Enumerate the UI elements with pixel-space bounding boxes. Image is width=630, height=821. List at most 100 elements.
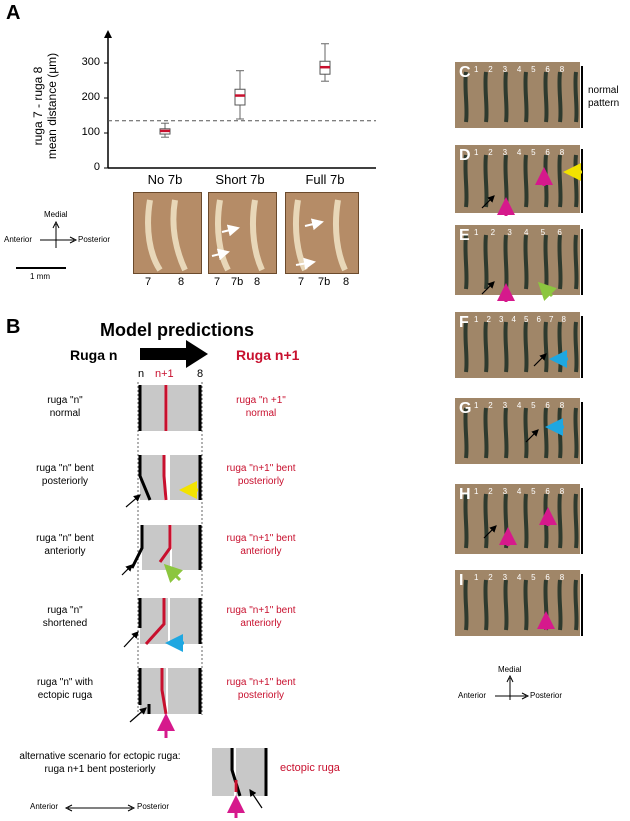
alt-scenario-label: alternative scenario for ectopic ruga: r… <box>0 750 200 776</box>
ruga-number: 2 <box>488 65 493 74</box>
ruga-number: 4 <box>516 148 522 157</box>
ruga-number: 4 <box>516 65 522 74</box>
ruga-number: 3 <box>502 65 508 74</box>
ruga-number: 8 <box>559 487 565 496</box>
ruga-number: 6 <box>545 487 550 496</box>
col-label-n1: n+1 <box>155 368 174 380</box>
compass-a-posterior: Posterior <box>78 235 111 244</box>
photo-label-full-7: 7 <box>298 276 305 288</box>
panel-b-title: Model predictions <box>100 320 255 340</box>
compass-right-anterior: Anterior <box>458 691 487 700</box>
scale-bar-label: 1 mm <box>30 272 50 281</box>
panel-b-letter: B <box>6 316 21 338</box>
panel-letter: I <box>459 572 464 589</box>
compass-b-anterior: Anterior <box>30 802 59 811</box>
photo-label-full-8: 8 <box>343 276 350 288</box>
photo-label-short-7: 7 <box>214 276 221 288</box>
ruga-number: 5 <box>531 573 536 582</box>
ruga-number: 6 <box>545 573 550 582</box>
ruga-n-header: Ruga n <box>70 347 118 363</box>
ruga-number: 5 <box>524 315 529 324</box>
ruga-number: 8 <box>559 573 565 582</box>
ruga-number: 4 <box>524 228 529 237</box>
compass-a-anterior: Anterior <box>4 235 33 244</box>
ruga-number: 6 <box>545 65 550 74</box>
ruga-number: 5 <box>531 487 536 496</box>
compass-right-posterior: Posterior <box>530 691 563 700</box>
ruga-number: 6 <box>545 401 550 410</box>
photo-label-no7b-7: 7 <box>145 276 152 288</box>
model-row-right-label: ruga "n+1" bent anteriorly <box>226 533 296 557</box>
y-axis-label-line1: ruga 7 - ruga 8 <box>31 66 45 146</box>
ruga-number: 2 <box>488 401 493 410</box>
ruga-number: 3 <box>499 315 504 324</box>
y-tick-label: 100 <box>81 126 100 138</box>
photo-full-7b <box>285 192 359 274</box>
ruga-number: 6 <box>557 228 562 237</box>
panel-letter: C <box>459 64 471 81</box>
panel-letter: H <box>459 486 471 503</box>
ruga-number: 5 <box>531 148 536 157</box>
ruga-number: 6 <box>545 148 550 157</box>
ruga-number: 4 <box>516 487 522 496</box>
category-label: Full 7b <box>305 172 345 187</box>
ruga-number: 3 <box>502 573 508 582</box>
model-row-right-label: ruga "n+1" bent anteriorly <box>226 605 296 629</box>
y-tick-label: 0 <box>93 161 100 173</box>
y-axis-label: ruga 7 - ruga 8 mean distance (µm) <box>31 31 59 181</box>
ruga-number: 1 <box>474 228 479 237</box>
ruga-number: 1 <box>474 65 479 74</box>
ruga-n1-header: Ruga n+1 <box>236 347 300 363</box>
model-row-right-label: ruga "n+1" bent posteriorly <box>226 463 296 487</box>
model-row-left-label: ruga "n" normal <box>47 395 83 419</box>
ruga-number: 5 <box>540 228 546 237</box>
panel-a-letter: A <box>6 2 21 24</box>
panel-letter: D <box>459 147 471 164</box>
model-row-left-label: ruga "n" bent anteriorly <box>36 533 94 557</box>
category-label: Short 7b <box>215 172 265 187</box>
y-axis-arrowhead <box>104 30 112 38</box>
compass-a-medial: Medial <box>44 210 68 219</box>
photo-label-no7b-8: 8 <box>178 276 185 288</box>
ruga-number: 1 <box>474 487 479 496</box>
box-iqr <box>159 128 171 135</box>
compass-b-posterior: Posterior <box>137 802 170 811</box>
ruga-number: 1 <box>474 148 479 157</box>
ruga-number: 7 <box>549 315 554 324</box>
ruga-number: 3 <box>502 401 508 410</box>
ruga-number: 2 <box>486 315 491 324</box>
ruga-number: 8 <box>559 401 565 410</box>
category-label: No 7b <box>147 172 183 187</box>
model-row-right-label: ruga "n+1" bent posteriorly <box>226 677 296 701</box>
model-row-left-label: ruga "n" shortened <box>42 605 88 629</box>
model-row-left-label: ruga "n" bent posteriorly <box>36 463 94 487</box>
model-row-left-label: ruga "n" with ectopic ruga <box>36 677 93 701</box>
col-label-8: 8 <box>197 368 204 380</box>
y-tick-label: 300 <box>81 56 100 68</box>
ruga-number: 4 <box>516 401 522 410</box>
ruga-number: 2 <box>488 487 493 496</box>
col-label-n: n <box>138 368 145 380</box>
panel-letter: E <box>459 227 470 244</box>
ruga-number: 8 <box>559 148 565 157</box>
alt-scenario-line2: ruga n+1 bent posteriorly <box>44 764 156 775</box>
photo-no-7b <box>133 192 202 274</box>
normal-pattern-line1: normal <box>588 85 619 96</box>
y-axis-label-line2: mean distance (µm) <box>45 52 59 160</box>
ruga-number: 8 <box>559 65 565 74</box>
normal-pattern-label: normal pattern <box>588 84 619 110</box>
ruga-number: 2 <box>488 148 493 157</box>
ruga-number: 8 <box>561 315 566 324</box>
model-row-right-label: ruga "n +1" normal <box>236 395 286 419</box>
ruga-number: 1 <box>474 315 479 324</box>
photo-label-short-8: 8 <box>254 276 261 288</box>
ectopic-ruga-label: ectopic ruga <box>280 762 340 774</box>
ruga-number: 5 <box>531 401 536 410</box>
panel-letter: F <box>459 314 469 331</box>
compass-right-medial: Medial <box>498 665 522 674</box>
ruga-number: 1 <box>474 401 479 410</box>
ruga-number: 5 <box>531 65 536 74</box>
ruga-number: 1 <box>474 573 479 582</box>
ruga-number: 4 <box>511 315 516 324</box>
photo-short-7b <box>208 192 277 274</box>
